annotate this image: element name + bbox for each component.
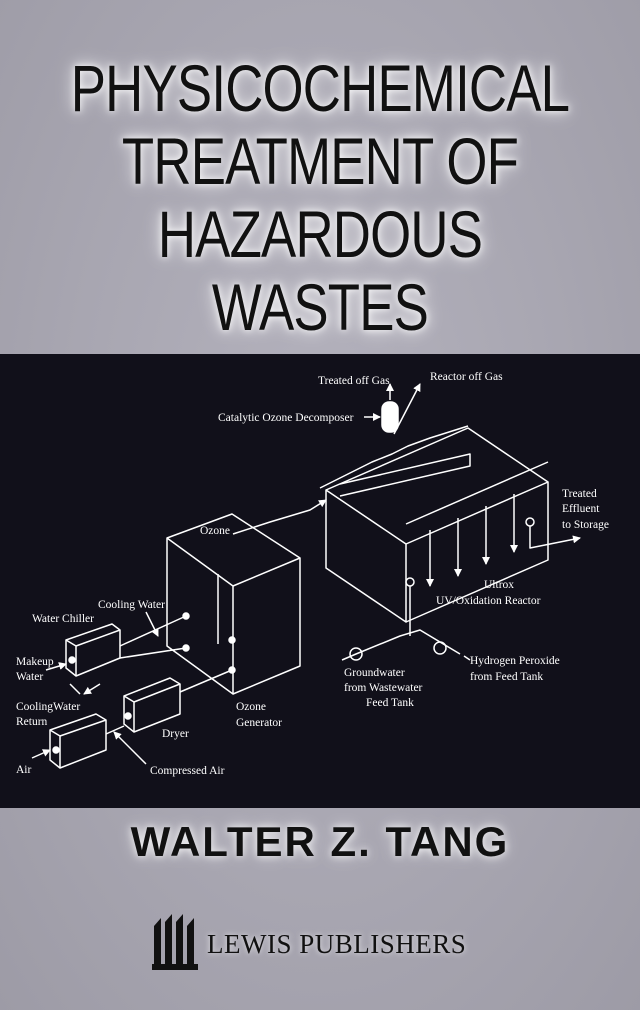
label-reactor-off-gas: Reactor off Gas — [430, 371, 503, 383]
feed-lines-shape — [341, 517, 581, 661]
title-line-1: PHYSICOCHEMICAL — [70, 51, 570, 125]
author-name: WALTER Z. TANG — [130, 818, 510, 865]
book-title: PHYSICOCHEMICAL TREATMENT OF HAZARDOUS W… — [64, 52, 576, 344]
uv-oxidation-reactor-shape — [319, 425, 549, 623]
publisher-name: LEWIS PUBLISHERS — [207, 929, 467, 959]
label-groundwater-1: Groundwater — [344, 667, 405, 679]
title-line-3: HAZARDOUS — [157, 197, 483, 271]
label-groundwater-3: Feed Tank — [366, 697, 414, 709]
label-treated-effluent-1: Treated — [562, 488, 597, 500]
label-compressed-air: Compressed Air — [150, 765, 225, 777]
label-treated-off-gas: Treated off Gas — [318, 375, 390, 387]
label-ultrox-2: UV/Oxidation Reactor — [436, 595, 541, 607]
label-ozone-generator-2: Generator — [236, 717, 282, 729]
air-compressor-shape — [31, 713, 147, 769]
label-treated-effluent-2: Effluent — [562, 503, 600, 515]
label-catalytic-ozone-decomposer: Catalytic Ozone Decomposer — [218, 412, 354, 424]
ozone-decomposer-shape — [364, 383, 421, 435]
label-hydrogen-peroxide-1: Hydrogen Peroxide — [470, 655, 560, 667]
publisher-logo-icon — [152, 914, 198, 970]
label-groundwater-2: from Wastewater — [344, 682, 423, 694]
uv-oxidation-process-diagram: Treated off Gas Reactor off Gas Catalyti… — [16, 371, 609, 777]
label-treated-effluent-3: to Storage — [562, 519, 609, 531]
label-ozone: Ozone — [200, 525, 230, 537]
label-cooling-water: Cooling Water — [98, 599, 165, 611]
label-cooling-water-return-2: Return — [16, 716, 48, 728]
label-cooling-water-return-1: CoolingWater — [16, 701, 80, 713]
label-makeup-water-1: Makeup — [16, 656, 54, 668]
diagram-labels: Treated off Gas Reactor off Gas Catalyti… — [16, 371, 609, 777]
label-ultrox-1: Ultrox — [484, 579, 514, 591]
label-water-chiller: Water Chiller — [32, 613, 94, 625]
label-hydrogen-peroxide-2: from Feed Tank — [470, 671, 543, 683]
dryer-shape — [83, 669, 233, 733]
label-dryer: Dryer — [162, 728, 189, 740]
label-ozone-generator-1: Ozone — [236, 701, 266, 713]
publisher-block: LEWIS PUBLISHERS — [152, 912, 492, 972]
water-chiller-shape — [45, 611, 187, 695]
process-diagram-panel: Treated off Gas Reactor off Gas Catalyti… — [0, 354, 640, 808]
title-line-2: TREATMENT OF — [121, 124, 519, 198]
label-makeup-water-2: Water — [16, 671, 43, 683]
label-air: Air — [16, 764, 32, 776]
title-line-4: WASTES — [211, 270, 429, 344]
ozone-generator-shape — [166, 499, 327, 695]
